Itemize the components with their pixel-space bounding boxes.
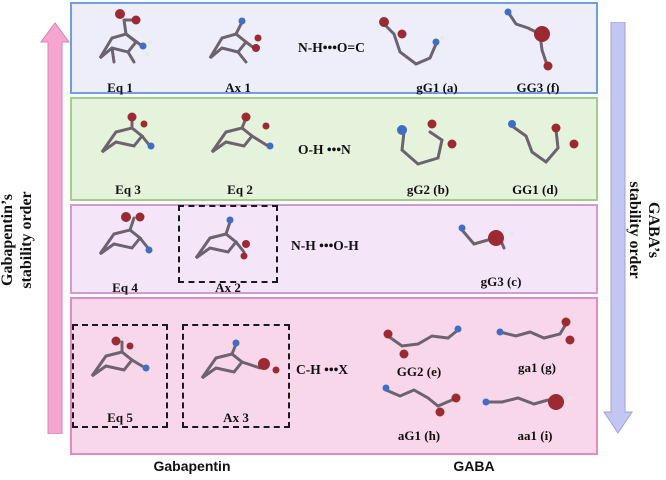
label-gg3-c: gG3 (c): [480, 274, 522, 289]
molecule-eq4: [98, 212, 153, 256]
molecule-ax1: [208, 17, 262, 64]
label-gg1-d: GG1 (d): [512, 182, 558, 197]
molecule-eq5: [90, 336, 150, 378]
left-axis-line2: stability order: [18, 191, 35, 289]
left-arrow-shape: [40, 22, 70, 434]
highlight-box-eq5: [72, 324, 168, 428]
molecule-ga1-g: [496, 317, 575, 345]
highlight-box-ax3: [182, 324, 290, 428]
molecule-ax2: [194, 216, 250, 260]
label-gg3-f: GG3 (f): [516, 80, 560, 95]
interaction-nh-oc: N-H•••O=C: [298, 40, 365, 55]
molecule-eq3: [100, 112, 155, 154]
highlight-box-ax2: [178, 205, 278, 283]
right-arrow-shape: [603, 22, 633, 434]
molecule-eq1: [98, 9, 152, 64]
label-ga1-g: ga1 (g): [518, 360, 556, 375]
molecule-ag1-h: [382, 384, 461, 417]
label-gg2-b: gG2 (b): [406, 182, 450, 197]
label-eq4: Eq 4: [112, 280, 138, 295]
label-eq3: Eq 3: [115, 182, 141, 197]
label-ax1: Ax 1: [225, 80, 251, 95]
right-axis-label: GABA’s stability order: [625, 181, 663, 278]
right-arrow: [603, 22, 633, 434]
molecule-gg3-f: [504, 8, 553, 71]
band-oh-n: [70, 97, 598, 201]
interaction-ch-x: C-H •••X: [296, 362, 349, 377]
label-eq2: Eq 2: [227, 182, 253, 197]
label-eq5: Eq 5: [107, 410, 133, 425]
molecule-gg1-a: [379, 17, 444, 66]
label-ag1-h: aG1 (h): [397, 428, 441, 443]
interaction-nh-oh: N-H •••O-H: [291, 238, 359, 253]
right-axis-line1: GABA’s: [645, 201, 662, 258]
molecule-gg3-c: [458, 224, 514, 250]
label-eq1: Eq 1: [107, 80, 133, 95]
molecule-gg2-b: [397, 119, 457, 166]
left-arrow: [40, 22, 70, 434]
band-ch-x: [70, 297, 598, 455]
molecule-gg2-e: [383, 325, 462, 359]
label-ax2: Ax 2: [215, 280, 241, 295]
label-gg2-e: GG2 (e): [396, 364, 442, 379]
molecule-gg1-d: [508, 120, 579, 165]
left-axis-line1: Gabapentin’s: [0, 194, 16, 286]
label-ax3: Ax 3: [223, 410, 249, 425]
interaction-oh-n: O-H •••N: [298, 142, 351, 157]
footer-gabapentin: Gabapentin: [153, 458, 231, 474]
molecule-aa1-i: [482, 394, 572, 410]
left-axis-label: Gabapentin’s stability order: [0, 191, 36, 288]
molecule-eq2: [210, 112, 274, 154]
label-gg1-a: gG1 (a): [416, 80, 458, 95]
footer-gaba: GABA: [453, 458, 495, 474]
label-aa1-i: aa1 (i): [517, 428, 553, 443]
right-axis-line2: stability order: [626, 181, 643, 279]
molecule-ax3: [200, 339, 280, 380]
band-nh-oh: [70, 204, 598, 294]
